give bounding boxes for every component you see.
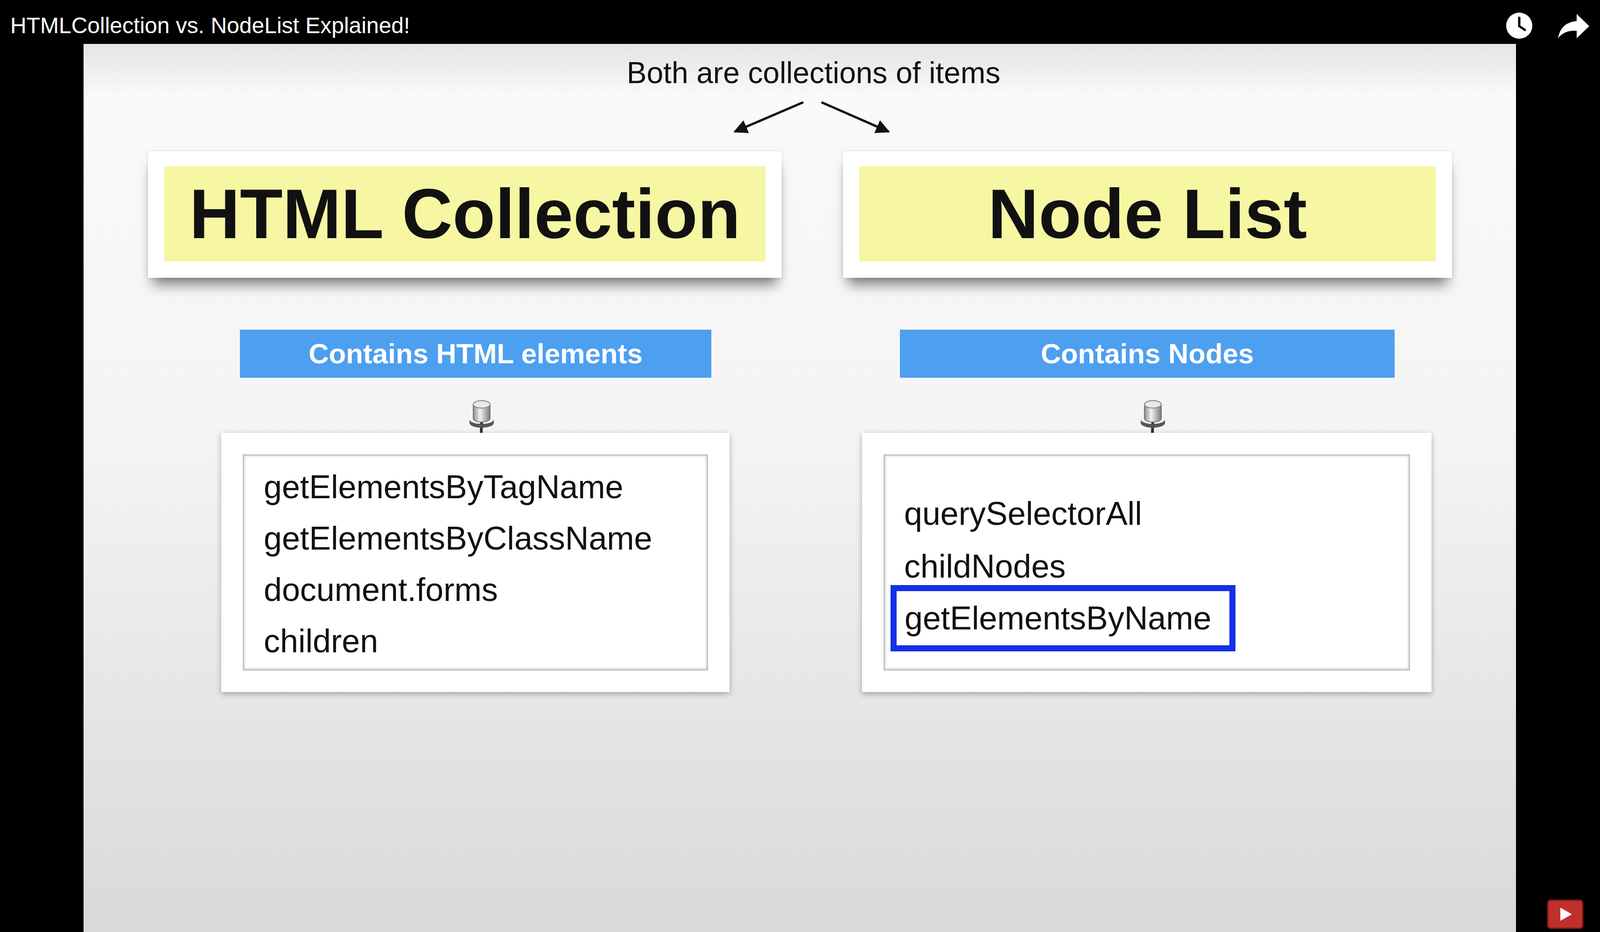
badge-text: Contains HTML elements [308,336,643,371]
section-badge: Contains Nodes [899,329,1395,378]
pointer-arrow [734,102,804,132]
share-icon [1557,14,1590,39]
method-name: document.forms [263,569,499,610]
badge-text: Contains Nodes [1040,336,1255,371]
pointer-arrow [821,102,889,132]
list-frame: getElementsByTagName getElementsByClassNa… [242,454,709,671]
highlight-box: getElementsByName [890,584,1236,652]
title-band: Node List [859,166,1436,262]
method-name: childNodes [904,546,1066,586]
label-holder: Both are collections of items [346,55,1281,91]
video-title: HTMLCollection vs. NodeList Explained! [10,12,410,40]
method-name: getElementsByName [904,598,1212,638]
heading-text: HTML Collection [189,174,741,254]
method-name: children [263,621,379,661]
heading-text: Node List [988,174,1307,254]
list-card: getElementsByTagName getElementsByClassNa… [221,432,730,692]
title-band: HTML Collection [164,166,766,262]
slide-label: Both are collections of items [626,55,1001,91]
channel-logo [1547,899,1583,928]
section-badge: Contains HTML elements [239,329,712,378]
method-name: querySelectorAll [904,493,1143,534]
list-card: querySelectorAll childNodes getElementsByN… [862,432,1432,692]
clock-icon [1506,12,1533,39]
title-card: Node List [842,151,1453,278]
method-name: getElementsByClassName [263,518,653,558]
method-name: getElementsByTagName [263,467,624,507]
title-card: HTML Collection [147,151,782,278]
